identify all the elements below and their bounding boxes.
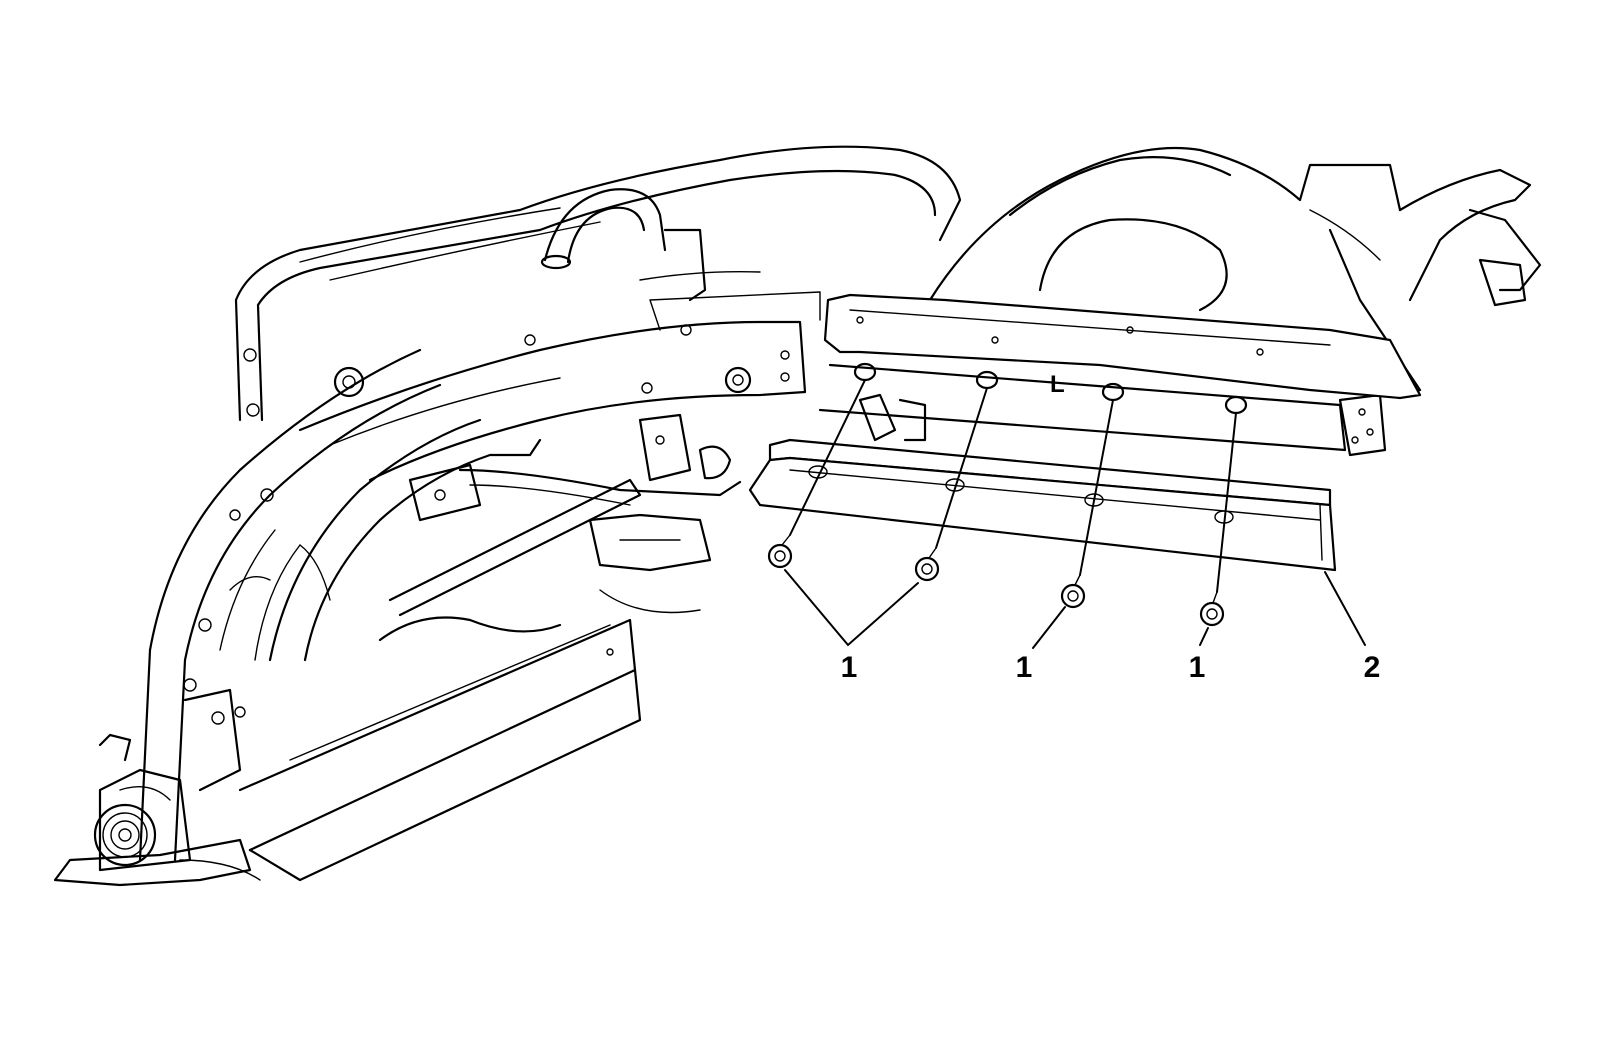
callout-leaders (784, 569, 1366, 649)
front-hoop (138, 348, 542, 862)
fastener-1c (1060, 574, 1086, 609)
fastener-1b (914, 547, 940, 582)
callout-1-middle: 1 (1016, 651, 1033, 684)
mounting-hole (1224, 395, 1248, 415)
mounting-hole (853, 362, 877, 382)
fastener-1d (1199, 591, 1225, 627)
front-base (53, 688, 261, 887)
mounting-hole (975, 370, 999, 390)
upper-rear-frame (234, 145, 962, 422)
front-crossbar (298, 291, 851, 482)
callout-1-left: 1 (841, 651, 858, 684)
callout-2: 2 (1364, 651, 1381, 684)
lower-side-rail (238, 478, 642, 882)
trim-rail (748, 438, 1337, 572)
rear-header-panel: L (818, 293, 1422, 452)
callout-1-right: 1 (1189, 651, 1206, 684)
latch-bracket-assembly (458, 393, 927, 614)
installation-path-lines (789, 379, 1237, 593)
fastener-1a (767, 534, 793, 569)
right-upper-frame (928, 146, 1542, 457)
panel-marking-label: L (1050, 371, 1065, 398)
